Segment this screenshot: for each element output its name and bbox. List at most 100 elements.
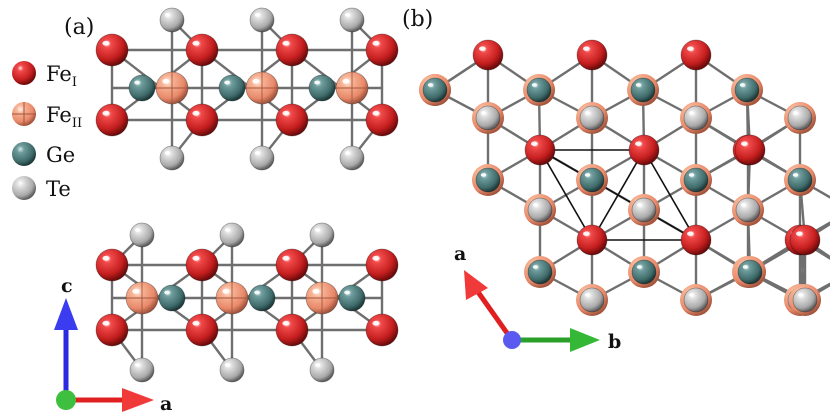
top-view-lattice [419, 39, 830, 316]
te-atom [159, 145, 185, 171]
fe1-atom [365, 313, 399, 347]
ge-atom [630, 77, 656, 103]
highlight [224, 228, 231, 232]
highlight [532, 265, 539, 269]
fe1-atom [576, 224, 608, 256]
fe1-atom [680, 224, 712, 256]
panel-a-vertical-axis-label: c [61, 275, 73, 297]
highlight [739, 83, 746, 87]
highlight [162, 78, 170, 84]
ge-atom [308, 74, 336, 102]
panel-b-label: (b) [402, 7, 433, 32]
axis-origin-b-icon [503, 331, 521, 349]
highlight [224, 80, 230, 85]
ge-atom [737, 259, 763, 285]
ge-atom [631, 259, 657, 285]
te-atom [159, 7, 185, 33]
te-atom [579, 287, 605, 313]
fe1-atom [275, 248, 309, 282]
fe1-atom [472, 39, 504, 71]
side-view-top-slab [95, 7, 399, 171]
highlight [164, 13, 171, 17]
side-view-bottom-slab [95, 222, 399, 383]
highlight [532, 203, 539, 207]
highlight [252, 78, 260, 84]
te-atom [579, 105, 605, 131]
te-atom [683, 105, 709, 131]
fe1-atom [275, 33, 309, 67]
a-axis-arrowhead-icon [122, 388, 154, 412]
highlight [792, 173, 799, 177]
fe1-atom [365, 103, 399, 137]
fe1-atom [95, 33, 129, 67]
legend-item-ge: Ge [12, 142, 75, 167]
highlight [740, 203, 747, 207]
highlight [314, 80, 320, 85]
highlight [192, 255, 200, 261]
te-swatch-icon [12, 176, 36, 200]
highlight [344, 290, 350, 295]
highlight [584, 173, 591, 177]
highlight [192, 110, 200, 116]
highlight [102, 40, 110, 46]
te-atom [129, 357, 155, 383]
fe1-atom [185, 313, 219, 347]
highlight [427, 83, 434, 87]
highlight [635, 141, 642, 146]
te-atom [249, 145, 275, 171]
highlight [134, 228, 141, 232]
ge-swatch-icon [12, 142, 36, 166]
a-axis-arrowhead-b-icon [464, 270, 488, 300]
te-atom [792, 287, 818, 313]
te-atom [309, 222, 335, 248]
fe1-atom [95, 248, 129, 282]
highlight [254, 151, 261, 155]
legend-te-label: Te [46, 177, 71, 201]
ge-atom [128, 74, 156, 102]
highlight [314, 228, 321, 232]
te-atom [631, 197, 657, 223]
ge-atom [248, 284, 276, 312]
highlight [164, 290, 170, 295]
fe1-atom [524, 134, 556, 166]
highlight [797, 293, 804, 297]
svg-text:FeI: FeI [46, 62, 77, 90]
te-atom [219, 222, 245, 248]
fe1-atom [680, 39, 712, 71]
fe1-atom [576, 39, 608, 71]
fe1-atom [365, 33, 399, 67]
highlight [372, 40, 380, 46]
highlight [344, 13, 351, 17]
ge-atom [526, 77, 552, 103]
a-axis-arrow-b [475, 290, 515, 342]
ge-atom [475, 167, 501, 193]
ge-atom [218, 74, 246, 102]
highlight [134, 363, 141, 367]
te-atom [219, 357, 245, 383]
ge-atom [734, 77, 760, 103]
highlight [688, 293, 695, 297]
highlight [224, 363, 231, 367]
legend-item-fe1: FeI [12, 61, 77, 90]
legend: FeI FeII Ge Te [12, 61, 82, 201]
b-axis-arrowhead-icon [570, 328, 600, 352]
highlight [372, 255, 380, 261]
highlight [584, 293, 591, 297]
panel-b-right-axis-label: b [608, 331, 621, 353]
highlight [164, 151, 171, 155]
ge-atom [338, 284, 366, 312]
c-axis-arrowhead-icon [54, 298, 78, 330]
highlight [531, 141, 538, 146]
highlight [102, 110, 110, 116]
highlight [282, 40, 290, 46]
te-atom [129, 222, 155, 248]
legend-item-fe2: FeII [12, 102, 82, 131]
axis-triad-panel-b: a b [454, 243, 621, 353]
legend-fe1-base: Fe [46, 62, 72, 86]
fe1-atom [365, 248, 399, 282]
fe1-atom [185, 33, 219, 67]
legend-fe2-base: Fe [46, 103, 72, 127]
fe1-atom [185, 103, 219, 137]
highlight [792, 111, 799, 115]
highlight [741, 141, 748, 146]
